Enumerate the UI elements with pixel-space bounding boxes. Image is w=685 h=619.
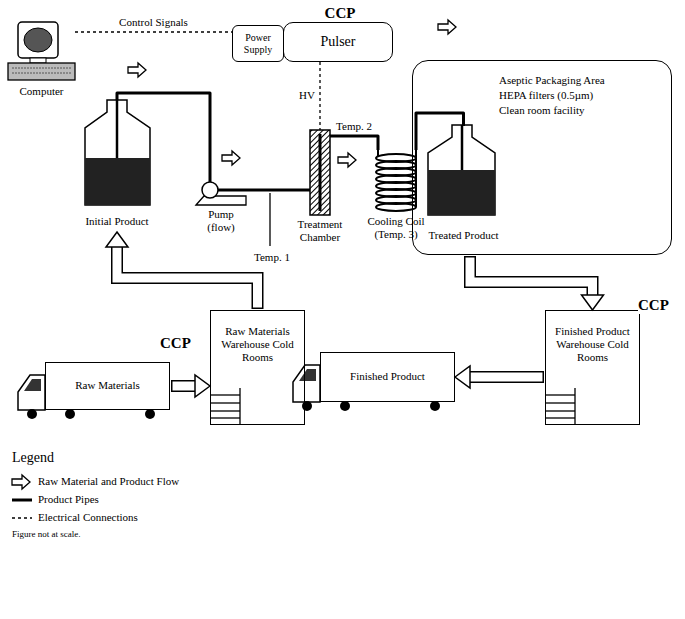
node-text: Pulser	[321, 34, 356, 51]
legend-icons	[12, 475, 32, 518]
pipe-connector	[117, 93, 210, 182]
flow-outline	[470, 262, 593, 295]
aseptic-area: Aseptic Packaging AreaHEPA filters (0.5µ…	[412, 60, 672, 255]
arrow-head	[106, 232, 128, 247]
pipe-connector	[218, 190, 310, 191]
node-text: Clean room facility	[499, 103, 585, 118]
leader-line	[269, 193, 270, 246]
sensor-label: Temp. 1	[254, 251, 290, 264]
arrow-head	[582, 295, 604, 310]
node-text: Raw Materials Warehouse Cold Rooms	[219, 325, 296, 365]
treatment-chamber	[310, 130, 330, 215]
legend-text: Product Pipes	[38, 493, 99, 506]
computer: Computer	[8, 22, 75, 82]
elec-connector	[320, 62, 321, 130]
flow-connector	[106, 232, 258, 303]
edge-label: Temp. 2	[336, 120, 372, 133]
flow-connector	[177, 375, 210, 397]
node-text: Treated Product	[428, 229, 498, 242]
node-text: Treatment Chamber	[285, 218, 355, 244]
treatment-chamber: Treatment Chamber	[310, 130, 330, 215]
power-supply-box: Power Supply	[232, 25, 284, 62]
node-text: Power Supply	[237, 32, 279, 56]
flow-body	[470, 373, 538, 382]
node-text: Initial Product	[85, 215, 148, 228]
product-pipe	[218, 189, 310, 192]
treated-bottle	[428, 125, 495, 215]
ccp-label: CCP	[160, 334, 191, 352]
treated-product: Treated Product	[421, 126, 506, 246]
pipe-connector	[416, 113, 464, 150]
finished-warehouse: Finished Product Warehouse Cold Rooms	[545, 310, 640, 425]
pipe-connector	[330, 136, 378, 150]
node-text: Computer	[7, 85, 77, 98]
elec-connector	[75, 32, 232, 33]
electrical-line	[319, 62, 320, 130]
cooling-coil	[376, 150, 416, 211]
node-text: Finished Product	[350, 370, 425, 383]
node-text: Cooling Coil (Temp. 3)	[356, 215, 436, 241]
flow-outline	[117, 247, 258, 303]
pump-symbol	[196, 182, 246, 205]
node-text: Aseptic Packaging Area	[499, 73, 605, 88]
node-text: Raw Materials	[75, 379, 139, 392]
node-text: Pump (flow)	[201, 208, 241, 234]
arrow-head	[455, 366, 470, 388]
ccp-label: CCP	[638, 296, 669, 314]
pump: Pump (flow)	[196, 182, 246, 205]
initial-product: Initial Product	[77, 100, 157, 232]
legend-title: Legend	[12, 450, 54, 467]
flow-body	[470, 262, 593, 295]
product-pipe	[330, 136, 378, 150]
computer-icon	[8, 22, 75, 80]
legend-text: Electrical Connections	[38, 511, 138, 524]
flow-connector	[470, 262, 604, 310]
pulser-box: Pulser	[283, 22, 393, 62]
finished-truck: Finished Product	[320, 352, 455, 402]
raw-truck: Raw Materials	[45, 362, 170, 410]
node-text: HEPA filters (0.5µm)	[499, 88, 593, 103]
legend-text: Raw Material and Product Flow	[38, 475, 179, 488]
initial-bottle	[85, 100, 150, 205]
product-pipe	[416, 113, 464, 150]
note: Figure not at scale.	[12, 529, 80, 540]
flow-body	[177, 382, 195, 391]
finished-truck	[293, 365, 440, 411]
edge-label: HV	[299, 89, 315, 102]
raw-truck	[18, 375, 155, 419]
shelf-lines	[210, 388, 575, 425]
node-text: Finished Product Warehouse Cold Rooms	[554, 325, 631, 365]
raw-warehouse: Raw Materials Warehouse Cold Rooms	[210, 310, 305, 425]
ccp-label: CCP	[325, 4, 356, 22]
product-pipe	[117, 93, 210, 182]
arrow-head	[195, 375, 210, 397]
edge-label: Control Signals	[119, 16, 188, 29]
flow-body	[117, 247, 258, 303]
flow-outline	[177, 380, 195, 392]
flow-connector	[455, 366, 538, 388]
electrical-line	[75, 31, 232, 32]
flow-outline	[470, 371, 538, 383]
